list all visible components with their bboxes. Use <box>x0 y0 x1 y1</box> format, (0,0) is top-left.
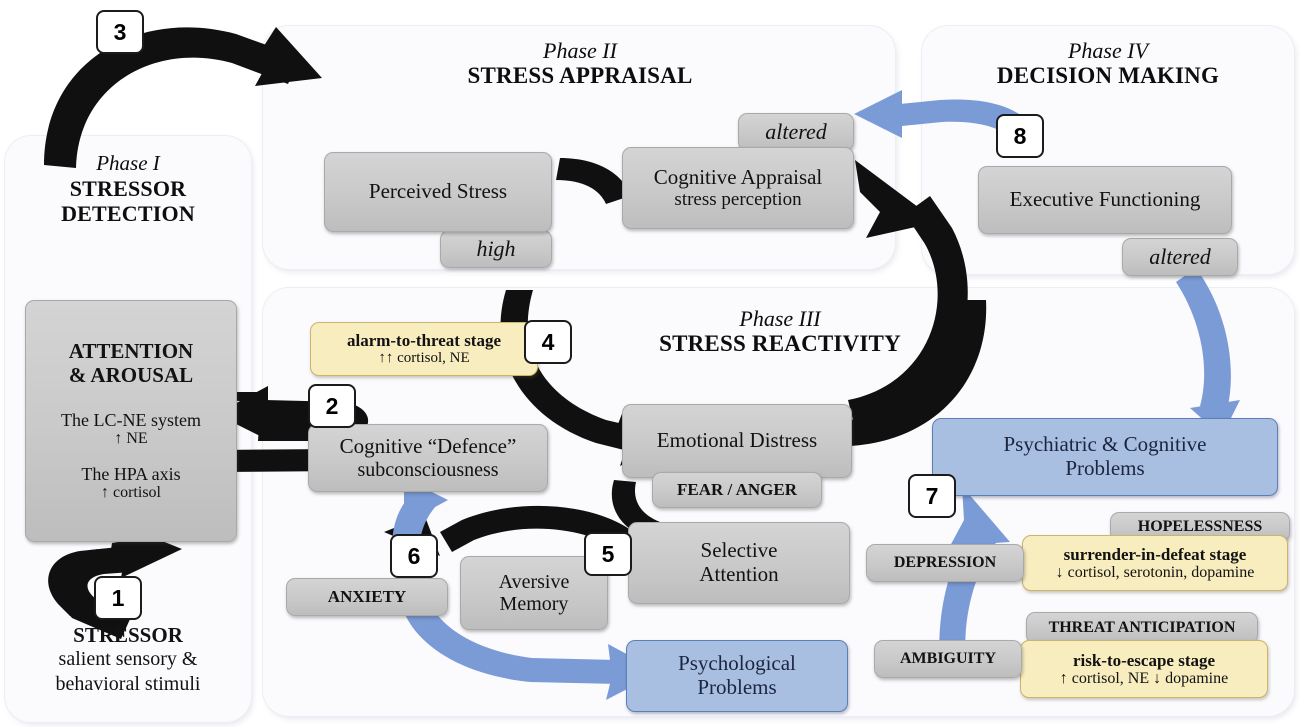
box-alarm-to-threat-stage[interactable]: alarm-to-threat stage ↑↑ cortisol, NE <box>310 322 538 376</box>
attention-arousal-line3: The HPA axis <box>81 463 181 484</box>
psychological-problems-line2: Problems <box>697 675 777 699</box>
phase-i-label: Phase I <box>96 151 160 175</box>
phase-ii-title: Phase II STRESS APPRAISAL <box>270 38 890 89</box>
tag-depression[interactable]: DEPRESSION <box>866 544 1024 582</box>
altered-appraisal-label: altered <box>765 118 827 144</box>
box-risk-to-escape-stage[interactable]: risk-to-escape stage ↑ cortisol, NE ↓ do… <box>1020 640 1268 698</box>
phase-iv-name: DECISION MAKING <box>996 63 1220 89</box>
phase-iii-name: STRESS REACTIVITY <box>659 331 901 357</box>
badge-3-label: 3 <box>113 18 127 45</box>
attention-arousal-line1: The LC-NE system <box>61 409 201 430</box>
box-stressor[interactable]: STRESSOR salient sensory & behavioral st… <box>8 610 248 710</box>
tag-threat-anticipation[interactable]: THREAT ANTICIPATION <box>1026 612 1258 644</box>
box-psychiatric-problems[interactable]: Psychiatric & Cognitive Problems <box>932 418 1278 496</box>
hopelessness-label: HOPELESSNESS <box>1137 518 1263 536</box>
alarm-stage-line2: ↑↑ cortisol, NE <box>378 350 470 367</box>
perceived-stress-label: Perceived Stress <box>368 179 508 204</box>
risk-stage-line2: ↑ cortisol, NE ↓ dopamine <box>1059 669 1229 687</box>
altered-executive-label: altered <box>1149 243 1211 269</box>
box-cognitive-appraisal[interactable]: Cognitive Appraisal stress perception <box>622 147 854 229</box>
anxiety-label: ANXIETY <box>327 587 407 607</box>
box-attention-arousal[interactable]: ATTENTION & AROUSAL The LC-NE system ↑ N… <box>25 300 237 542</box>
aversive-memory-line2: Memory <box>499 593 569 615</box>
surrender-stage-line1: surrender-in-defeat stage <box>1063 544 1247 564</box>
box-selective-attention[interactable]: Selective Attention <box>628 522 850 604</box>
tag-anxiety[interactable]: ANXIETY <box>286 578 448 616</box>
attention-arousal-line4: ↑ cortisol <box>101 484 161 502</box>
high-label: high <box>476 235 516 261</box>
executive-functioning-label: Executive Functioning <box>1009 187 1201 212</box>
phase-iv-title: Phase IV DECISION MAKING <box>930 38 1286 89</box>
tag-altered-executive[interactable]: altered <box>1122 238 1238 276</box>
tag-ambiguity[interactable]: AMBIGUITY <box>874 640 1022 678</box>
stressor-subtitle: salient sensory & behavioral stimuli <box>55 648 201 695</box>
attention-arousal-title: ATTENTION & AROUSAL <box>68 339 194 387</box>
box-surrender-in-defeat-stage[interactable]: surrender-in-defeat stage ↓ cortisol, se… <box>1022 535 1288 591</box>
phase-i-name: STRESSOR DETECTION <box>61 175 195 227</box>
badge-6[interactable]: 6 <box>390 534 438 578</box>
fear-anger-label: FEAR / ANGER <box>677 480 797 500</box>
cognitive-defence-line1: Cognitive “Defence” <box>339 434 517 459</box>
attention-arousal-line2: ↑ NE <box>114 430 148 448</box>
psychiatric-problems-line2: Problems <box>1065 456 1145 480</box>
phase-iv-label: Phase IV <box>1067 38 1149 63</box>
phase-iii-label: Phase III <box>739 306 821 331</box>
badge-7[interactable]: 7 <box>908 474 956 518</box>
tag-fear-anger[interactable]: FEAR / ANGER <box>652 472 822 508</box>
phase-ii-label: Phase II <box>543 38 617 63</box>
phase-iii-title: Phase III STRESS REACTIVITY <box>600 306 960 357</box>
threat-anticipation-label: THREAT ANTICIPATION <box>1048 619 1236 637</box>
selective-attention-line1: Selective <box>700 538 778 563</box>
selective-attention-line2: Attention <box>699 562 779 586</box>
box-perceived-stress[interactable]: Perceived Stress <box>324 152 552 232</box>
badge-8-label: 8 <box>1013 122 1027 149</box>
risk-stage-line1: risk-to-escape stage <box>1072 650 1216 670</box>
stressor-title: STRESSOR <box>73 622 183 647</box>
tag-high[interactable]: high <box>440 230 552 268</box>
box-executive-functioning[interactable]: Executive Functioning <box>978 166 1232 234</box>
badge-8[interactable]: 8 <box>996 114 1044 158</box>
badge-5-label: 5 <box>601 540 615 567</box>
box-psychological-problems[interactable]: Psychological Problems <box>626 640 848 712</box>
badge-2-label: 2 <box>325 392 339 419</box>
psychological-problems-line1: Psychological <box>678 651 796 676</box>
phase-ii-name: STRESS APPRAISAL <box>467 63 693 89</box>
depression-label: DEPRESSION <box>893 554 997 572</box>
aversive-memory-line1: Aversive <box>498 570 570 593</box>
cognitive-appraisal-line2: stress perception <box>674 189 802 211</box>
cognitive-appraisal-line1: Cognitive Appraisal <box>653 164 823 189</box>
badge-5[interactable]: 5 <box>584 532 632 576</box>
box-emotional-distress[interactable]: Emotional Distress <box>622 404 852 478</box>
badge-1[interactable]: 1 <box>94 576 142 620</box>
surrender-stage-line2: ↓ cortisol, serotonin, dopamine <box>1055 563 1255 581</box>
tag-altered-appraisal[interactable]: altered <box>738 113 854 151</box>
badge-7-label: 7 <box>925 482 939 509</box>
box-cognitive-defence[interactable]: Cognitive “Defence” subconsciousness <box>308 424 548 492</box>
badge-6-label: 6 <box>407 542 421 569</box>
alarm-stage-line1: alarm-to-threat stage <box>346 331 502 351</box>
badge-1-label: 1 <box>111 584 125 611</box>
phase-i-title: Phase I STRESSOR DETECTION <box>8 151 248 227</box>
badge-2[interactable]: 2 <box>308 384 356 428</box>
badge-4[interactable]: 4 <box>524 320 572 364</box>
psychiatric-problems-line1: Psychiatric & Cognitive <box>1003 432 1207 457</box>
badge-4-label: 4 <box>541 328 555 355</box>
badge-3[interactable]: 3 <box>96 10 144 54</box>
cognitive-defence-line2: subconsciousness <box>357 458 499 481</box>
emotional-distress-label: Emotional Distress <box>656 428 818 453</box>
ambiguity-label: AMBIGUITY <box>899 650 996 668</box>
